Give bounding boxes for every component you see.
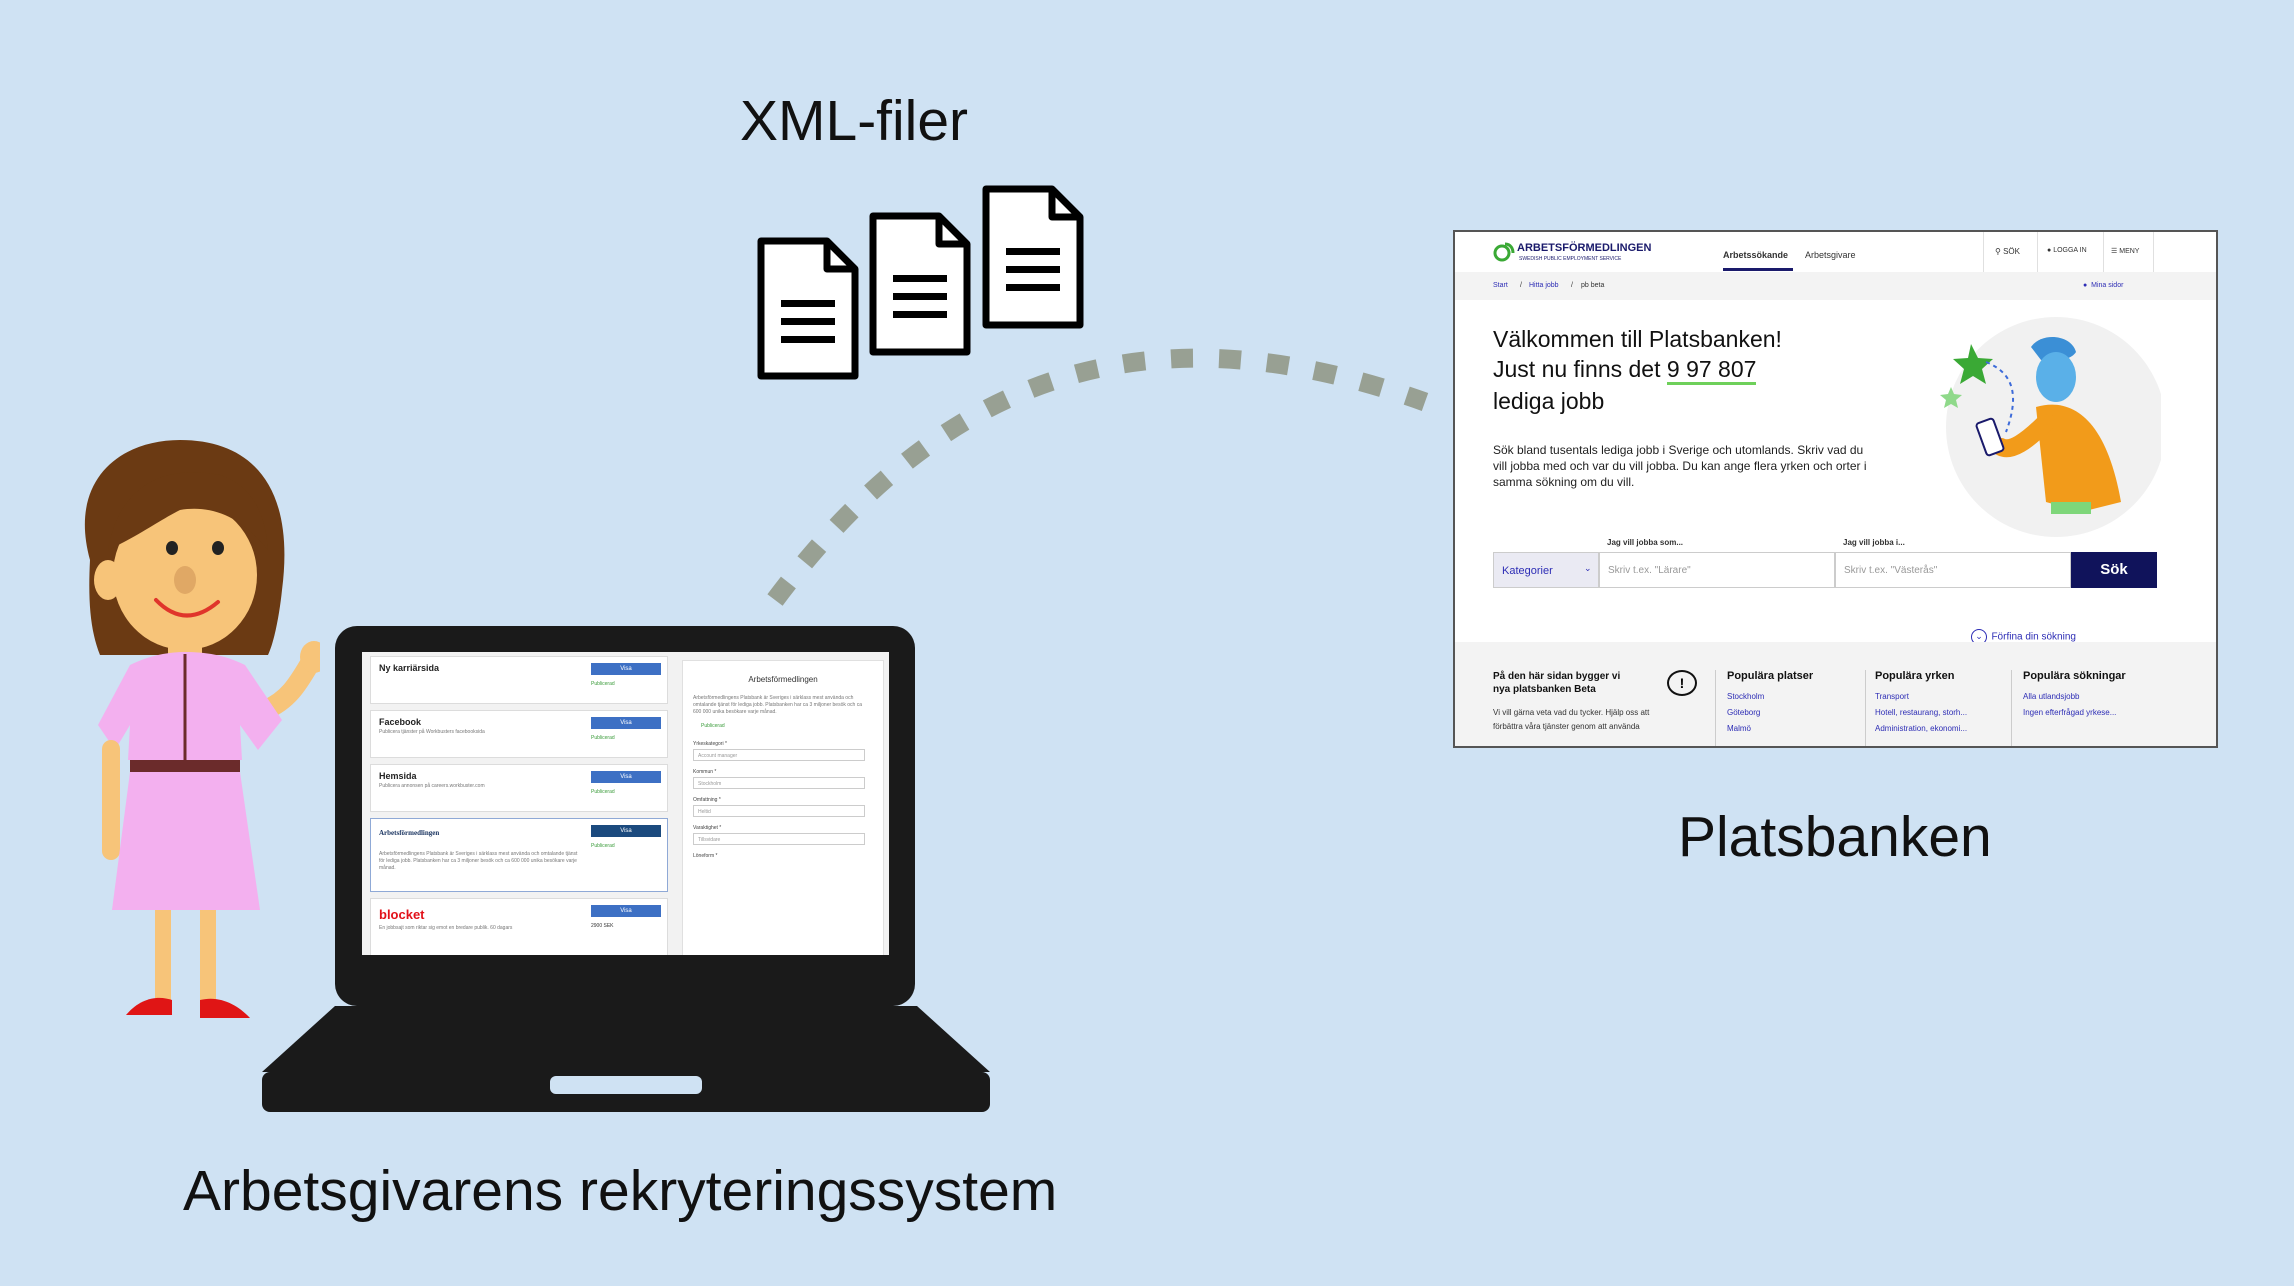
card-title: Facebook (379, 717, 422, 727)
breadcrumb: Start / Hitta jobb / pb beta ● Mina sido… (1455, 272, 2216, 300)
xml-files-icon (757, 185, 1084, 380)
status-label: Publicerad (591, 681, 615, 687)
site-header: ARBETSFÖRMEDLINGEN SWEDISH PUBLIC EMPLOY… (1455, 232, 2216, 273)
speech-bubble-icon: ! (1667, 670, 1697, 696)
card-title: blocket (379, 907, 425, 922)
card-description: Arbetsförmedlingens Platsbank är Sverige… (379, 851, 578, 871)
card-title: Arbetsförmedlingen (379, 829, 440, 837)
beta-title: På den här sidan bygger vi nya platsbank… (1493, 671, 1621, 695)
channel-card[interactable]: Facebook Publicera tjänster på Workbuste… (370, 710, 668, 758)
nav-job-seekers[interactable]: Arbetssökande (1723, 250, 1789, 260)
channel-card[interactable]: Ny karriärsida Visa Publicerad (370, 656, 668, 704)
search-button[interactable]: Sök (2071, 552, 2157, 588)
platsbanken-caption: Platsbanken (1678, 805, 1992, 869)
card-description: Publicera tjänster på Workbusters facebo… (379, 729, 485, 735)
category-select[interactable]: Kategorier ⌄ (1493, 552, 1599, 588)
channel-card[interactable]: Arbetsförmedlingen Arbetsförmedlingens P… (370, 818, 668, 892)
chevron-down-icon: ⌄ (1584, 563, 1592, 573)
intro-text: Sök bland tusentals lediga jobb i Sverig… (1493, 443, 1867, 489)
job-count-heading: Just nu finns det 9 97 807 (1493, 356, 1757, 385)
popular-search-link[interactable]: Ingen efterfrågad yrkese... (2023, 708, 2117, 717)
field-label: Varaktighet * (693, 825, 722, 831)
channel-card[interactable]: blocket En jobbsajt som riktar sig emot … (370, 898, 668, 955)
platsbanken-screenshot: ARBETSFÖRMEDLINGEN SWEDISH PUBLIC EMPLOY… (1453, 230, 2218, 748)
extent-select[interactable]: Heltid (693, 805, 865, 817)
popular-place-link[interactable]: Malmö (1727, 724, 1752, 733)
popular-jobs-title: Populära yrken (1875, 670, 1955, 682)
popular-place-link[interactable]: Göteborg (1727, 708, 1761, 717)
popular-job-link[interactable]: Administration, ekonomi... (1875, 724, 1968, 733)
view-button[interactable]: Visa (591, 905, 661, 917)
status-label: Publicerad (591, 735, 615, 741)
view-button[interactable]: Visa (591, 825, 661, 837)
what-label: Jag vill jobba som... (1607, 538, 1684, 547)
job-count: 9 97 807 (1666, 356, 1757, 385)
job-count-heading-end: lediga jobb (1493, 388, 1605, 414)
menu-link[interactable]: ☰ MENY (2111, 248, 2140, 255)
logo-subtitle: SWEDISH PUBLIC EMPLOYMENT SERVICE (1519, 256, 1622, 262)
field-label: Löneform * (693, 853, 718, 859)
user-icon: ● (2047, 247, 2052, 254)
popular-search-link[interactable]: Alla utlandsjobb (2023, 692, 2080, 701)
beta-text: Vi vill gärna veta vad du tycker. Hjälp … (1493, 708, 1650, 731)
status-label: Publicerad (591, 843, 615, 849)
bottom-section: På den här sidan bygger vi nya platsbank… (1455, 642, 2216, 746)
field-label: Yrkeskategori * (693, 741, 727, 747)
my-pages-link[interactable]: ● Mina sidor (2083, 282, 2124, 289)
field-label: Omfattning * (693, 797, 721, 803)
search-icon: ⚲ (1995, 247, 2001, 256)
card-title: Ny karriärsida (379, 663, 440, 673)
municipality-select[interactable]: Stockholm (693, 777, 865, 789)
breadcrumb-current: pb beta (1581, 282, 1605, 289)
woman-illustration (84, 440, 320, 1018)
view-button[interactable]: Visa (591, 663, 661, 675)
logo-name: ARBETSFÖRMEDLINGEN (1517, 242, 1652, 254)
popular-searches-title: Populära sökningar (2023, 670, 2126, 682)
popular-places-title: Populära platser (1727, 670, 1814, 682)
what-input[interactable]: Skriv t.ex. "Lärare" (1599, 552, 1835, 588)
nav-employers[interactable]: Arbetsgivare (1805, 250, 1856, 260)
where-label: Jag vill jobba i... (1843, 538, 1905, 547)
where-input[interactable]: Skriv t.ex. "Västerås" (1835, 552, 2071, 588)
breadcrumb-start[interactable]: Start (1493, 282, 1508, 289)
status-label: Publicerad (591, 789, 615, 795)
breadcrumb-find-jobs[interactable]: Hitta jobb (1529, 282, 1559, 289)
channel-card[interactable]: Hemsida Publicera annonsen på careers.wo… (370, 764, 668, 812)
popular-job-link[interactable]: Transport (1875, 692, 1909, 701)
search-link[interactable]: ⚲ SÖK (1995, 247, 2020, 256)
welcome-heading: Välkommen till Platsbanken! (1493, 326, 1782, 352)
person-with-phone-illustration (1940, 317, 2161, 537)
card-title: Hemsida (379, 771, 417, 781)
card-description: En jobbsajt som riktar sig emot en breda… (379, 925, 513, 931)
xml-files-caption: XML-filer (740, 89, 969, 153)
login-link[interactable]: ● LOGGA IN (2047, 247, 2087, 254)
logo-icon (1493, 242, 1515, 262)
nav-active-underline (1723, 268, 1793, 271)
popular-job-link[interactable]: Hotell, restaurang, storh... (1875, 708, 1968, 717)
laptop-screen: Ny karriärsida Visa Publicerad Facebook … (362, 652, 889, 955)
user-icon: ● (2083, 282, 2088, 289)
hamburger-icon: ☰ (2111, 248, 2118, 255)
publish-form: Arbetsförmedlingen Arbetsförmedlingens P… (682, 660, 884, 955)
form-status: Publicerad (701, 723, 725, 729)
employer-system-caption: Arbetsgivarens rekryteringssystem (183, 1159, 1058, 1223)
form-title: Arbetsförmedlingen (748, 675, 818, 684)
popular-place-link[interactable]: Stockholm (1727, 692, 1765, 701)
form-intro: Arbetsförmedlingens Platsbank är Sverige… (693, 695, 862, 715)
price-label: 2900 SEK (591, 923, 614, 929)
card-description: Publicera annonsen på careers.workbuster… (379, 783, 485, 789)
occupation-select[interactable]: Account manager (693, 749, 865, 761)
field-label: Kommun * (693, 769, 717, 775)
view-button[interactable]: Visa (591, 771, 661, 783)
view-button[interactable]: Visa (591, 717, 661, 729)
duration-select[interactable]: Tillsvidare (693, 833, 865, 845)
